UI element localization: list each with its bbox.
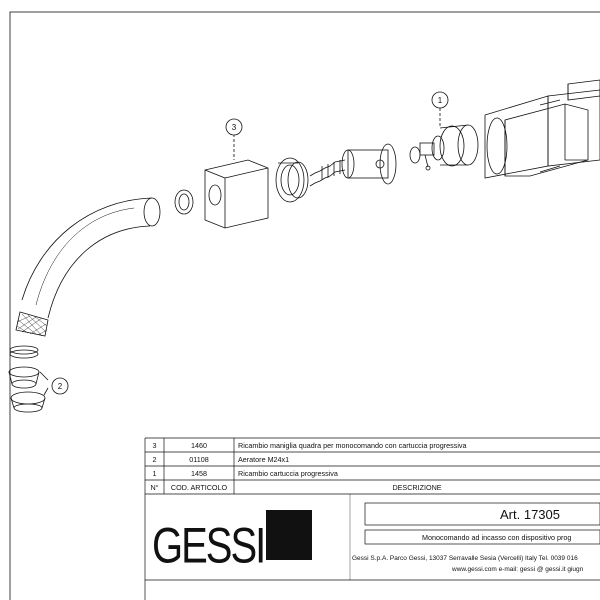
row-num: 1 xyxy=(152,469,157,478)
spindle-adaptor xyxy=(309,143,397,187)
row-num: 3 xyxy=(152,441,157,450)
row-num: 2 xyxy=(152,455,157,464)
row-desc: Aeratore M24x1 xyxy=(238,455,290,464)
aerator-part-2 xyxy=(8,345,49,413)
company-address: Gessi S.p.A. Parco Gessi, 13037 Serraval… xyxy=(352,555,578,562)
callout-1: 1 xyxy=(437,96,443,105)
cartridge-part-1 xyxy=(409,108,479,171)
product-description: Monocomando ad incasso con dispositivo p… xyxy=(422,533,572,542)
row-code: 1460 xyxy=(191,441,207,450)
row-desc: Ricambio cartuccia progressiva xyxy=(238,469,338,478)
title-block-frame xyxy=(144,494,600,600)
square-handle-part-3 xyxy=(204,134,269,229)
row-code: 1458 xyxy=(191,469,207,478)
gessi-logo-text: GESSI xyxy=(152,517,264,573)
callout-3: 3 xyxy=(231,123,237,132)
callouts xyxy=(51,91,449,395)
article-number: Art. 17305 xyxy=(500,507,560,522)
gessi-logo: GESSI xyxy=(152,510,312,574)
header-code: COD. ARTICOLO xyxy=(170,483,228,492)
callout-2: 2 xyxy=(57,382,63,391)
row-code: 01108 xyxy=(189,455,209,464)
washer xyxy=(174,189,194,215)
row-desc: Ricambio maniglia quadra per monocomando… xyxy=(238,441,467,450)
parts-table-grid xyxy=(144,437,600,495)
curved-spout xyxy=(15,197,161,337)
wall-mount-body xyxy=(484,79,600,179)
header-desc: DESCRIZIONE xyxy=(392,483,442,492)
threaded-ring xyxy=(275,157,309,203)
header-num: N° xyxy=(150,483,159,492)
company-web: www.gessi.com e-mail: gessi @ gessi.it g… xyxy=(452,566,584,573)
